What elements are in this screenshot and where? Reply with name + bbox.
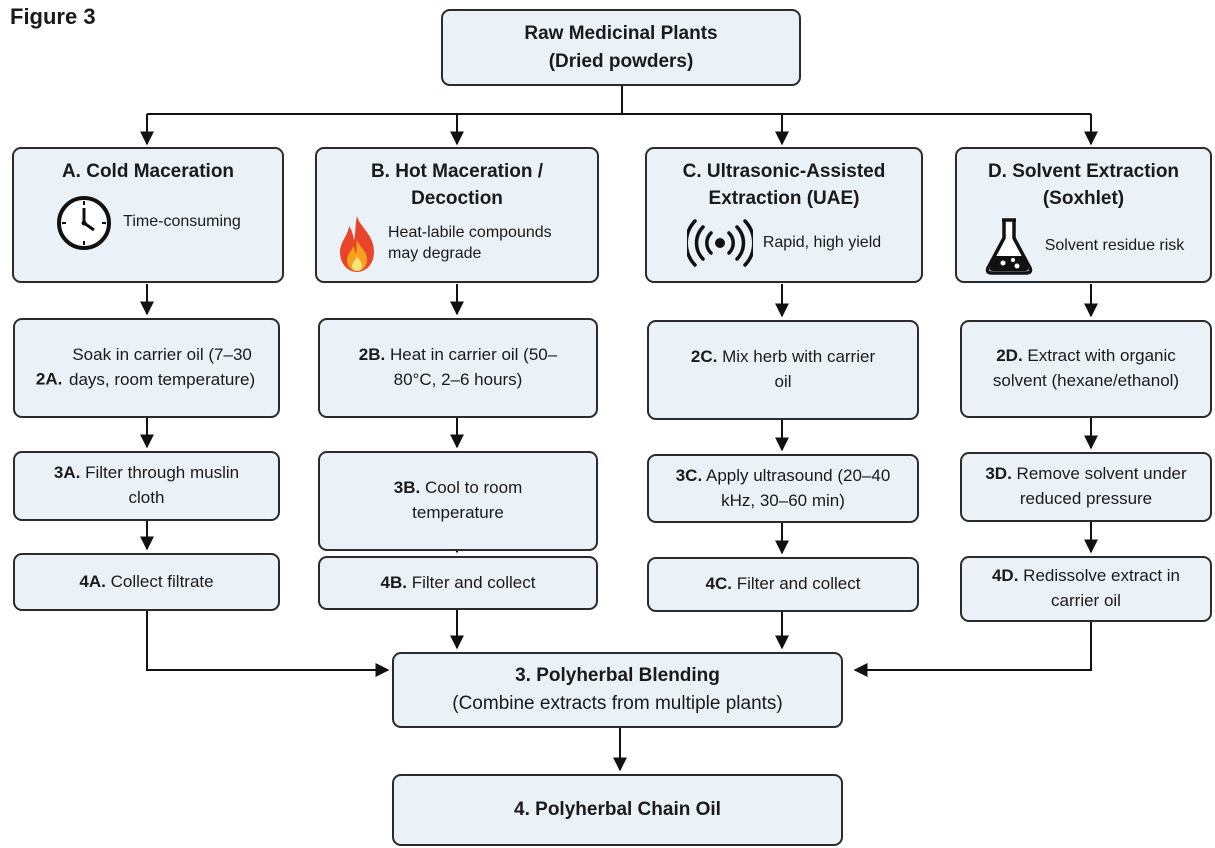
source-subtitle: (Dried powders) — [548, 50, 694, 72]
step-4a: 4A. Collect filtrate — [13, 553, 280, 611]
step-code: 4D. — [991, 566, 1019, 586]
step-text: Cool to room temperature — [412, 478, 523, 522]
flask-icon — [985, 218, 1032, 275]
source-title: Raw Medicinal Plants — [524, 22, 718, 44]
step-3a: 3A. Filter through muslin cloth — [13, 451, 280, 521]
blending-title: 3. Polyherbal Blending — [515, 665, 720, 687]
step-code: 2C. — [690, 347, 718, 367]
step-text: Apply ultrasound (20–40 kHz, 30–60 min) — [705, 465, 891, 510]
method-note: Rapid, high yield — [762, 233, 882, 251]
step-code: 3B. — [393, 478, 421, 498]
step-2c: 2C. Mix herb with carrier oil — [647, 320, 919, 420]
blending-subtitle: (Combine extracts from multiple plants) — [452, 693, 783, 714]
step-4c: 4C. Filter and collect — [647, 557, 919, 612]
final-box: 4. Polyherbal Chain Oil — [392, 774, 843, 846]
method-title: B. Hot Maceration / Decoction — [370, 161, 544, 209]
method-hot-maceration: B. Hot Maceration / Decoction Heat-labil… — [315, 147, 599, 283]
method-note: Time-consuming — [123, 213, 241, 231]
clock-icon — [57, 195, 112, 250]
final-title: 4. Polyherbal Chain Oil — [514, 799, 721, 821]
method-solvent-extraction: D. Solvent Extraction (Soxhlet) Solvent … — [955, 147, 1212, 283]
method-note: Solvent residue risk — [1044, 236, 1185, 254]
step-code: 2A. — [35, 370, 63, 389]
step-4b: 4B. Filter and collect — [318, 556, 598, 610]
step-code: 3A. — [53, 463, 81, 483]
step-code: 4C. — [705, 574, 732, 594]
step-text: Mix herb with carrier oil — [722, 347, 876, 391]
step-2d: 2D. Extract with organic solvent (hexane… — [960, 320, 1212, 418]
step-text: Filter and collect — [411, 572, 536, 592]
ultrasound-icon — [686, 219, 753, 267]
method-title: A. Cold Maceration — [61, 161, 235, 182]
method-cold-maceration: A. Cold Maceration Time-consuming — [12, 147, 284, 283]
step-3d: 3D. Remove solvent under reduced pressur… — [960, 452, 1212, 522]
step-code: 3C. — [675, 465, 703, 485]
step-text: Extract with organic solvent (hexane/eth… — [992, 346, 1180, 390]
blending-box: 3. Polyherbal Blending (Combine extracts… — [392, 652, 843, 728]
figure-label: Figure 3 — [10, 4, 96, 29]
step-text: Remove solvent under reduced pressure — [1016, 464, 1187, 508]
method-ultrasonic: C. Ultrasonic-Assisted Extraction (UAE) … — [645, 147, 923, 283]
step-text: Heat in carrier oil (50–80°C, 2–6 hours) — [389, 345, 558, 389]
step-text: Redissolve extract in carrier oil — [1023, 566, 1181, 610]
step-text: Collect filtrate — [110, 571, 214, 591]
source-box: Raw Medicinal Plants (Dried powders) — [441, 9, 801, 86]
step-2b: 2B. Heat in carrier oil (50–80°C, 2–6 ho… — [318, 318, 598, 418]
step-3c: 3C. Apply ultrasound (20–40 kHz, 30–60 m… — [647, 454, 919, 523]
step-code: 3D. — [985, 464, 1012, 484]
step-text: Filter and collect — [736, 574, 861, 594]
step-4d: 4D. Redissolve extract in carrier oil — [960, 556, 1212, 622]
method-note: Heat-labile compounds may degrade — [388, 224, 552, 263]
method-title: C. Ultrasonic-Assisted Extraction (UAE) — [682, 161, 886, 209]
flame-icon — [340, 216, 374, 273]
step-code: 2D. — [996, 346, 1023, 366]
method-title: D. Solvent Extraction (Soxhlet) — [987, 161, 1180, 209]
step-code: 4A. — [79, 571, 106, 591]
step-text: Soak in carrier oil (7–30 days, room tem… — [69, 345, 256, 389]
step-code: 2B. — [358, 345, 386, 365]
step-2a: 2A. Soak in carrier oil (7–30 days, room… — [13, 318, 280, 418]
step-code: 4B. — [380, 572, 407, 592]
step-text: Filter through muslin cloth — [85, 463, 240, 507]
step-3b: 3B. Cool to room temperature — [318, 451, 598, 551]
